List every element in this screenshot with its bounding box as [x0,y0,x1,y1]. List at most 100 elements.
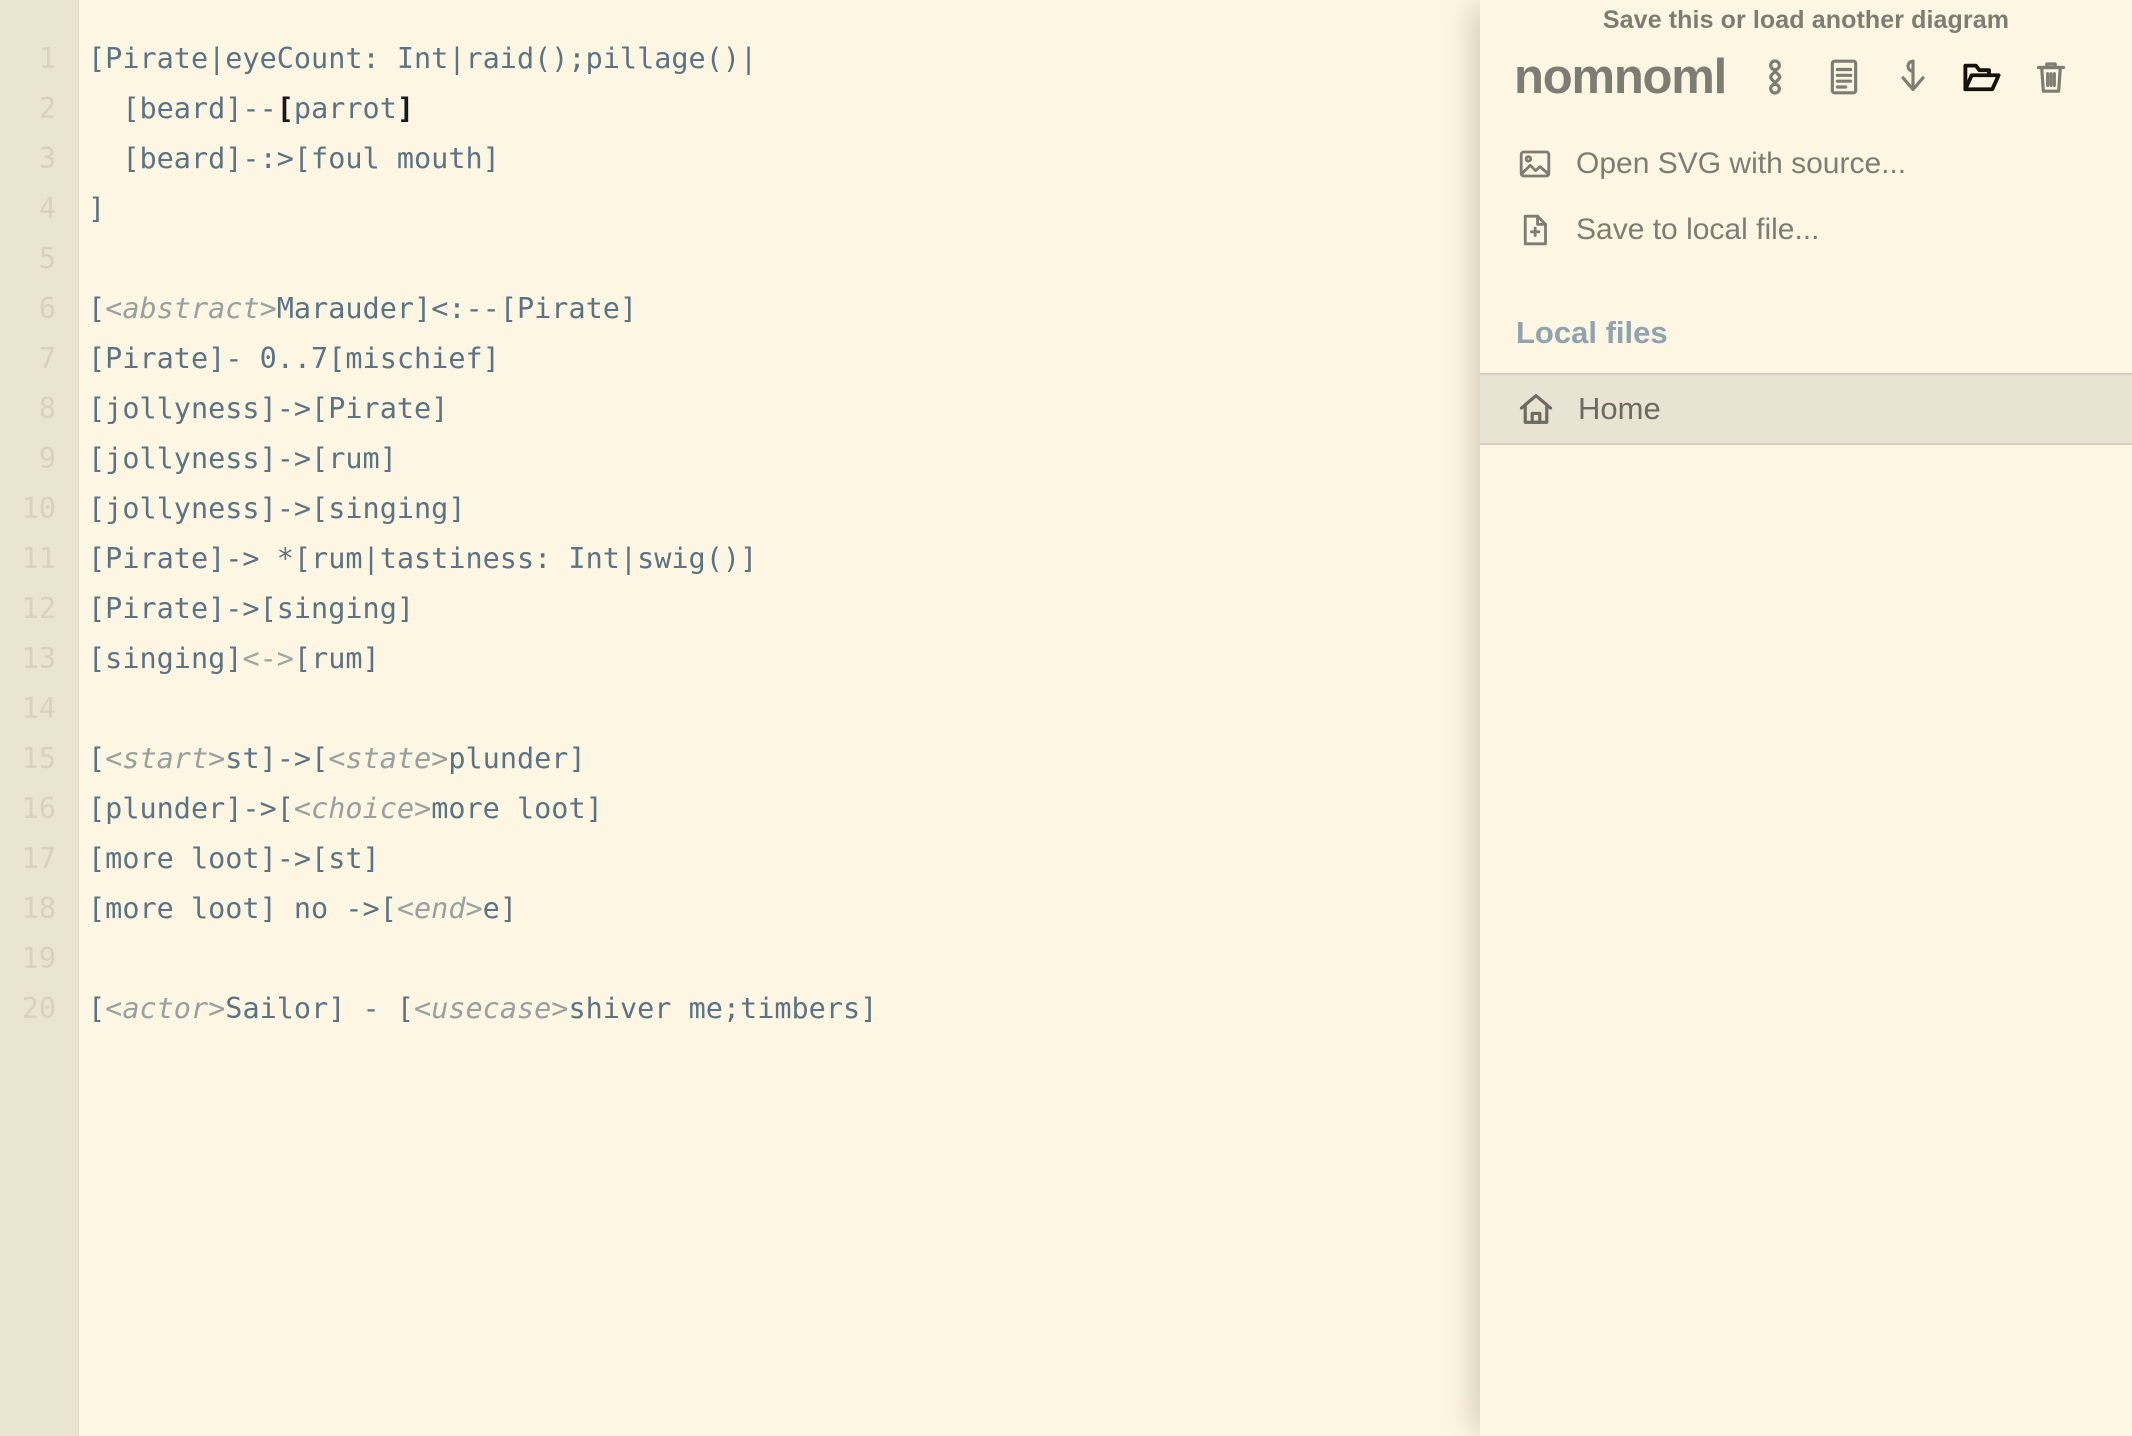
code-token: [Pirate]-> *[rum|tastiness: Int|swig()] [88,542,758,575]
git-branch-icon[interactable] [1752,54,1797,100]
code-token: [singing] [88,642,243,675]
code-token: [Pirate|eyeCount: Int|raid();pillage()| [88,42,758,75]
code-line[interactable]: 10 [jollyness]->[singing] [0,484,1480,534]
sidebar-header: Save this or load another diagram nomnom… [1480,0,2132,105]
save-load-sidebar: Save this or load another diagram nomnom… [1480,0,2132,1436]
code-line[interactable]: 13 [singing]<->[rum] [0,634,1480,684]
code-line[interactable]: 19 [0,934,1480,984]
line-number: 1 [38,42,56,75]
save-hint-text: Save this or load another diagram [1602,6,2010,34]
line-text[interactable]: [<actor>Sailor] - [<usecase>shiver me;ti… [88,984,877,1034]
local-file-row-home[interactable]: Home [1480,373,2132,445]
code-token: shiver me;timbers] [568,992,878,1025]
file-plus-icon [1516,211,1554,249]
line-number: 20 [21,992,56,1025]
line-number: 13 [21,642,56,675]
code-token: [more loot] no ->[ [88,892,397,925]
code-token: [ [88,292,106,325]
line-number: 12 [21,592,56,625]
open-svg-with-source-label: Open SVG with source... [1576,147,1907,180]
code-line[interactable]: 16 [plunder]->[<choice>more loot] [0,784,1480,834]
line-text[interactable]: [Pirate]- 0..7[mischief] [88,334,500,384]
line-number: 5 [38,242,56,275]
code-line[interactable]: 11 [Pirate]-> *[rum|tastiness: Int|swig()… [0,534,1480,584]
image-icon [1516,145,1554,183]
code-token-arr: <-> [242,642,294,675]
line-number: 18 [21,892,56,925]
line-number: 16 [21,792,56,825]
line-number: 14 [21,692,56,725]
open-folder-icon[interactable] [1960,54,2005,100]
line-number: 3 [38,142,56,175]
code-line[interactable]: 12 [Pirate]->[singing] [0,584,1480,634]
line-text[interactable]: [Pirate|eyeCount: Int|raid();pillage()| [88,34,757,84]
code-line[interactable]: 5 [0,234,1480,284]
code-line[interactable]: 3 [beard]-:>[foul mouth] [0,134,1480,184]
code-token: parrot [293,92,397,125]
code-token: more loot] [431,792,603,825]
code-line[interactable]: 18 [more loot] no ->[<end>e] [0,884,1480,934]
line-text[interactable]: [Pirate]->[singing] [88,584,414,634]
code-line[interactable]: 8[jollyness]->[Pirate] [0,384,1480,434]
line-number: 11 [21,542,56,575]
open-svg-with-source-item[interactable]: Open SVG with source... [1480,131,2132,197]
line-number: 6 [38,292,56,325]
code-token: [ [88,742,106,775]
code-line[interactable]: 15[<start>st]->[<state>plunder] [0,734,1480,784]
code-token: [beard]-- [88,92,277,125]
document-icon[interactable] [1821,54,1866,100]
code-token: [jollyness]->[Pirate] [88,392,449,425]
line-text[interactable]: [<start>st]->[<state>plunder] [88,734,586,784]
code-line[interactable]: 20[<actor>Sailor] - [<usecase>shiver me;… [0,984,1480,1034]
line-text[interactable]: [beard]--[parrot] [88,84,414,134]
save-to-local-file-label: Save to local file... [1576,213,1820,246]
code-token: [Pirate]- 0..7[mischief] [88,342,500,375]
code-token: e] [482,892,517,925]
line-text[interactable]: [<abstract>Marauder]<:--[Pirate] [88,284,637,334]
code-token: [beard]-:>[foul mouth] [88,142,500,175]
line-text[interactable]: [more loot]->[st] [88,834,380,884]
line-text[interactable]: [Pirate]-> *[rum|tastiness: Int|swig()] [88,534,757,584]
line-number: 10 [21,492,56,525]
code-text-area[interactable]: 1 [Pirate|eyeCount: Int|raid();pillage()|… [0,34,1480,1034]
line-text[interactable]: [jollyness]->[rum] [88,434,397,484]
line-text[interactable]: [plunder]->[<choice>more loot] [88,784,603,834]
line-text[interactable]: [singing]<->[rum] [88,634,380,684]
download-icon[interactable] [1890,54,1935,100]
code-token: ] [88,192,106,225]
code-line[interactable]: 6 [<abstract>Marauder]<:--[Pirate] [0,284,1480,334]
code-line[interactable]: 9[jollyness]->[rum] [0,434,1480,484]
code-token-dir: <start> [105,742,226,775]
code-token: st]->[ [225,742,329,775]
code-editor-pane[interactable]: 1 [Pirate|eyeCount: Int|raid();pillage()|… [0,0,1480,1436]
code-line[interactable]: 14 [0,684,1480,734]
code-token: Sailor] - [ [225,992,415,1025]
line-text[interactable]: [jollyness]->[singing] [88,484,466,534]
line-text[interactable]: ] [88,184,105,234]
code-token-dir: <choice> [293,792,432,825]
local-files-heading: Local files [1516,315,1668,350]
code-token-dir: <usecase> [414,992,569,1025]
line-number: 2 [38,92,56,125]
code-line[interactable]: 2 [beard]--[parrot] [0,84,1480,134]
code-token: [jollyness]->[rum] [88,442,397,475]
code-token: [more loot]->[st] [88,842,380,875]
code-token-dir: <abstract> [105,292,277,325]
line-text[interactable]: [jollyness]->[Pirate] [88,384,448,434]
code-token: [ [88,992,106,1025]
code-token-dir: <end> [396,892,483,925]
line-text[interactable]: [more loot] no ->[<end>e] [88,884,517,934]
line-text[interactable]: [beard]-:>[foul mouth] [88,134,500,184]
code-line[interactable]: 7[Pirate]- 0..7[mischief] [0,334,1480,384]
save-to-local-file-item[interactable]: Save to local file... [1480,197,2132,263]
code-token-br: ] [396,92,415,125]
code-line[interactable]: 1 [Pirate|eyeCount: Int|raid();pillage()| [0,34,1480,84]
trash-icon[interactable] [2029,54,2074,100]
code-line[interactable]: 4] [0,184,1480,234]
line-number: 17 [21,842,56,875]
line-number: 19 [21,942,56,975]
code-token: [jollyness]->[singing] [88,492,466,525]
app-logo: nomnoml [1514,50,1727,104]
code-line[interactable]: 17 [more loot]->[st] [0,834,1480,884]
